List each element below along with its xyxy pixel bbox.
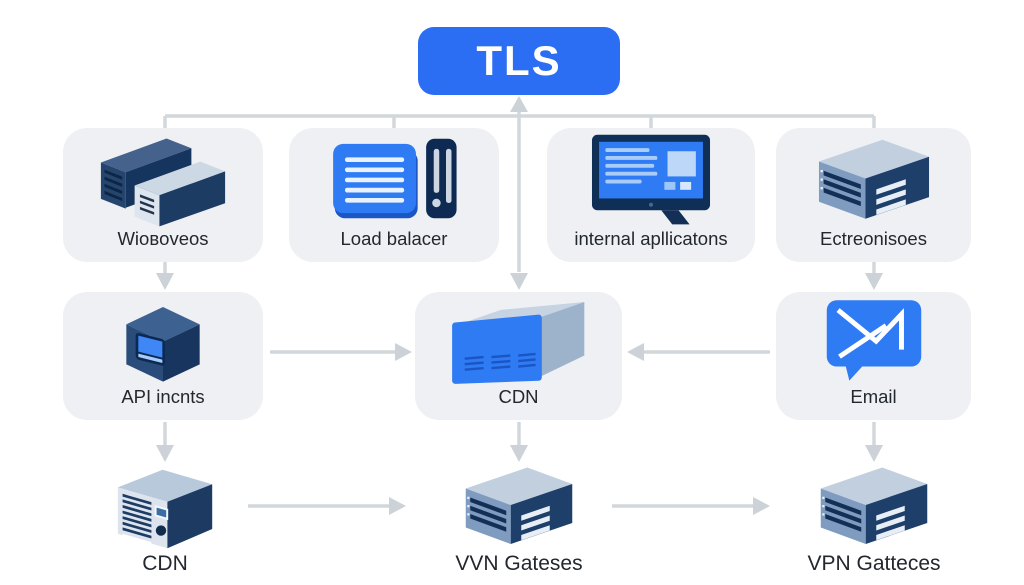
- node-cdn-bottom: CDN: [55, 460, 275, 576]
- cube-icon: [63, 292, 263, 387]
- node-label: API incnts: [121, 385, 205, 407]
- arrowhead-down-to-api: [156, 273, 174, 290]
- rack-server-icon: [810, 460, 938, 550]
- node-ectreonisoes: Ectreonisoes: [776, 128, 971, 262]
- arrowhead-down-to-email: [865, 273, 883, 290]
- load-balancer-icon: [289, 128, 499, 229]
- email-bubble-icon: [776, 292, 971, 387]
- arrowhead-right-to-vvn: [389, 497, 406, 515]
- rack-server-icon: [455, 460, 583, 550]
- arrowhead-down-to-cdn: [510, 273, 528, 290]
- node-label: VVN Gateses: [455, 552, 583, 575]
- rack-server-icon: [776, 128, 971, 229]
- node-label: CDN: [142, 552, 188, 575]
- node-label: VPN Gatteces: [807, 552, 941, 575]
- node-internal-applications: internal apllicatons: [547, 128, 755, 262]
- node-label: internal apllicatons: [574, 227, 728, 249]
- arrowhead-up-to-tls: [510, 96, 528, 112]
- node-api-incnts: API incnts: [63, 292, 263, 420]
- node-label: Wioʙoveos: [117, 227, 209, 249]
- monitor-icon: [547, 128, 755, 229]
- node-vpn-gatteces: VPN Gatteces: [764, 460, 984, 576]
- dual-server-bars-icon: [63, 127, 263, 229]
- blue-server-icon: [415, 291, 622, 387]
- tower-server-icon: [105, 460, 225, 550]
- node-tls: TLS: [418, 27, 620, 95]
- node-label: Load balacer: [340, 227, 448, 249]
- node-load-balancer: Load balacer: [289, 128, 499, 262]
- arrowhead-left-to-cdn: [627, 343, 644, 361]
- node-wioboveos: Wioʙoveos: [63, 128, 263, 262]
- node-label: Ectreonisoes: [820, 227, 927, 249]
- node-email: Email: [776, 292, 971, 420]
- node-label: CDN: [498, 385, 539, 407]
- node-cdn: CDN: [415, 292, 622, 420]
- node-label: TLS: [476, 37, 562, 84]
- node-label: Email: [850, 385, 897, 407]
- node-vvn-gateses: VVN Gateses: [409, 460, 629, 576]
- arrowhead-right-to-cdn: [395, 343, 412, 361]
